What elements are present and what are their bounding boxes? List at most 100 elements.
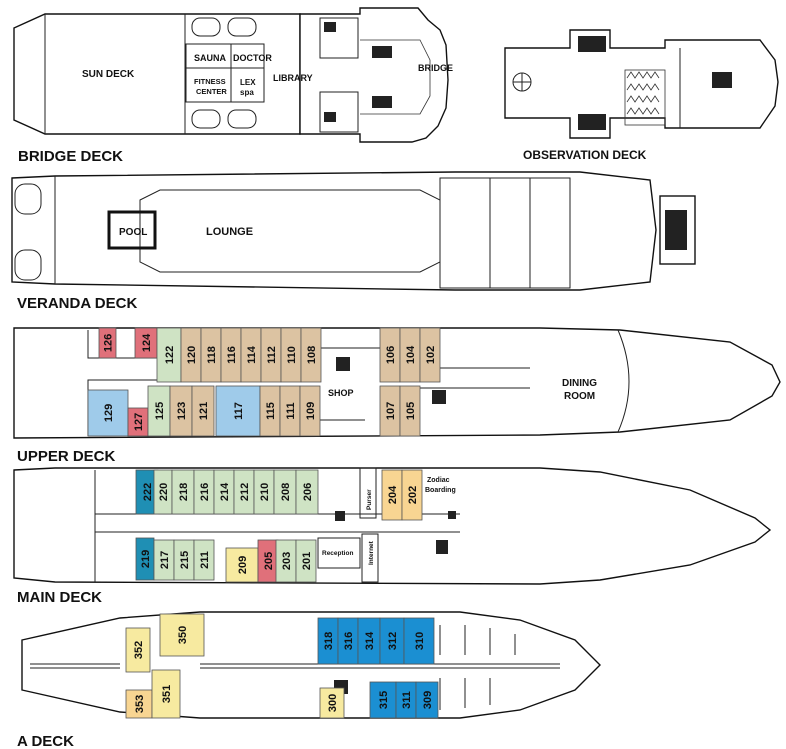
cabin-number-118: 118 bbox=[206, 346, 218, 364]
cabin-211 bbox=[193, 539, 215, 581]
cabin-126 bbox=[98, 327, 117, 359]
cabin-number-102: 102 bbox=[425, 346, 437, 364]
cabin-number-127: 127 bbox=[133, 413, 145, 431]
cabin-number-315: 315 bbox=[378, 691, 390, 709]
cabin-number-310: 310 bbox=[414, 632, 426, 650]
cabin-number-211: 211 bbox=[199, 551, 211, 569]
cabin-number-217: 217 bbox=[159, 551, 171, 569]
cabin-number-116: 116 bbox=[226, 346, 238, 364]
cabin-102 bbox=[419, 327, 441, 383]
cabin-number-111: 111 bbox=[285, 402, 297, 419]
purser-label: Purser bbox=[366, 489, 373, 510]
cabin-number-123: 123 bbox=[176, 402, 188, 420]
cabin-352 bbox=[125, 627, 151, 673]
upper-deck-title: UPPER DECK bbox=[17, 448, 116, 465]
cabin-105 bbox=[399, 385, 421, 437]
bridge-deck: SUN DECK SAUNA DOCTOR FITNESS CENTER LEX… bbox=[13, 7, 453, 165]
library-label: LIBRARY bbox=[273, 73, 313, 83]
cabin-number-218: 218 bbox=[178, 483, 190, 501]
veranda-deck: POOL LOUNGE VERANDA DECK bbox=[11, 171, 696, 312]
cabin-number-204: 204 bbox=[387, 485, 399, 504]
cabin-129 bbox=[87, 389, 129, 437]
cabin-number-104: 104 bbox=[405, 345, 417, 364]
doctor-label: DOCTOR bbox=[233, 53, 272, 63]
observation-deck: OBSERVATION DECK bbox=[504, 29, 779, 162]
cabin-number-129: 129 bbox=[103, 404, 115, 422]
center-label: CENTER bbox=[196, 87, 227, 96]
cabin-number-351: 351 bbox=[161, 685, 173, 703]
cabin-312 bbox=[379, 617, 405, 665]
cabin-number-202: 202 bbox=[407, 486, 419, 504]
sauna-label: SAUNA bbox=[194, 53, 227, 63]
cabin-number-219: 219 bbox=[140, 550, 152, 568]
cabin-209 bbox=[225, 547, 259, 583]
a-deck-title: A DECK bbox=[17, 733, 74, 749]
cabin-109 bbox=[299, 385, 321, 437]
cabin-number-112: 112 bbox=[266, 346, 278, 364]
internet-label: Internet bbox=[368, 540, 375, 565]
cabin-number-109: 109 bbox=[305, 402, 317, 420]
lex-label: LEX bbox=[240, 78, 256, 87]
cabin-number-220: 220 bbox=[158, 483, 170, 501]
cabin-315 bbox=[369, 681, 397, 719]
cabin-number-205: 205 bbox=[263, 552, 275, 570]
pool-label: POOL bbox=[119, 227, 147, 238]
main-deck-title: MAIN DECK bbox=[17, 589, 102, 606]
cabin-122 bbox=[156, 327, 182, 383]
cabin-number-222: 222 bbox=[142, 483, 154, 501]
cabin-202 bbox=[401, 469, 423, 521]
cabin-number-124: 124 bbox=[141, 333, 153, 352]
cabin-number-309: 309 bbox=[422, 691, 434, 709]
cabin-number-312: 312 bbox=[387, 632, 399, 650]
cabin-351 bbox=[151, 669, 181, 719]
lounge-label: LOUNGE bbox=[206, 226, 253, 238]
room-label: ROOM bbox=[564, 391, 595, 402]
cabin-number-203: 203 bbox=[281, 552, 293, 570]
cabin-number-353: 353 bbox=[134, 695, 146, 713]
cabin-number-316: 316 bbox=[343, 632, 355, 650]
cabin-number-300: 300 bbox=[327, 694, 339, 712]
observation-deck-title: OBSERVATION DECK bbox=[523, 148, 647, 162]
cabin-number-125: 125 bbox=[154, 402, 166, 420]
cabin-number-120: 120 bbox=[186, 346, 198, 364]
cabin-number-212: 212 bbox=[239, 483, 251, 501]
cabin-number-350: 350 bbox=[177, 626, 189, 644]
cabin-number-105: 105 bbox=[405, 402, 417, 420]
cabin-number-208: 208 bbox=[280, 483, 292, 501]
cabin-number-209: 209 bbox=[237, 556, 249, 574]
cabin-117 bbox=[215, 385, 261, 437]
dining-label: DINING bbox=[562, 378, 597, 389]
cabin-201 bbox=[295, 539, 317, 583]
cabin-309 bbox=[415, 681, 439, 719]
cabin-number-126: 126 bbox=[103, 334, 115, 352]
cabin-206 bbox=[295, 469, 319, 515]
cabin-number-210: 210 bbox=[259, 483, 271, 501]
cabin-121 bbox=[191, 385, 215, 437]
boarding-label: Boarding bbox=[425, 487, 456, 494]
cabin-number-106: 106 bbox=[385, 346, 397, 364]
cabin-350 bbox=[159, 613, 205, 657]
reception-label: Reception bbox=[322, 550, 353, 557]
cabin-number-201: 201 bbox=[301, 552, 313, 570]
cabin-number-110: 110 bbox=[286, 346, 298, 364]
bridge-deck-title: BRIDGE DECK bbox=[18, 148, 123, 165]
cabin-number-352: 352 bbox=[133, 641, 145, 659]
cabin-number-122: 122 bbox=[164, 346, 176, 364]
fitness-label: FITNESS bbox=[194, 77, 226, 86]
bridge-label: BRIDGE bbox=[418, 63, 453, 73]
zodiac-label: Zodiac bbox=[427, 477, 450, 484]
cabin-108 bbox=[300, 327, 322, 383]
cabin-number-114: 114 bbox=[246, 345, 258, 364]
cabin-number-215: 215 bbox=[179, 551, 191, 569]
cabin-number-117: 117 bbox=[233, 402, 245, 420]
cabin-number-214: 214 bbox=[219, 482, 231, 501]
cabin-300 bbox=[319, 687, 345, 719]
pool bbox=[107, 210, 157, 250]
